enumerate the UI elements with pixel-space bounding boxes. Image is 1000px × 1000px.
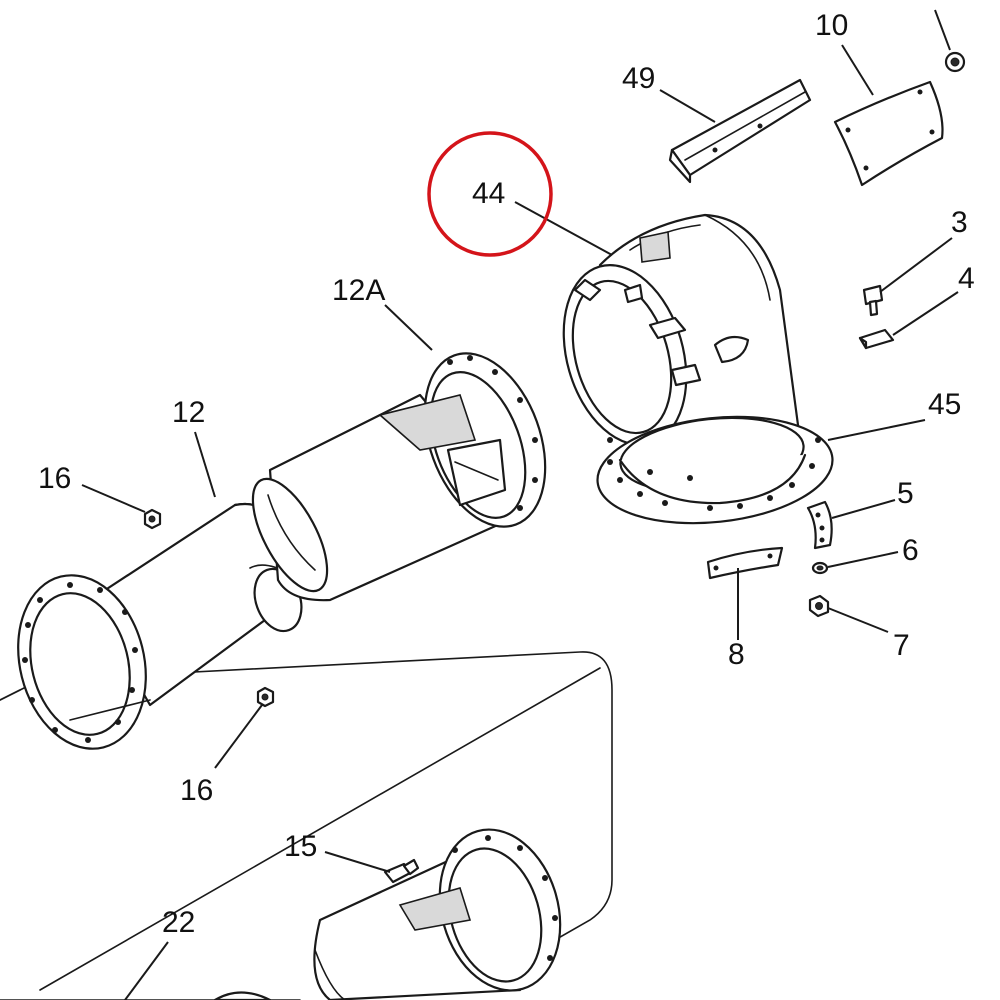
part-nut-top-right	[944, 51, 966, 73]
callout-3: 3	[951, 206, 968, 239]
leader-3	[879, 237, 953, 293]
leader-10	[841, 44, 874, 96]
callout-15: 15	[284, 830, 317, 863]
leader-16b	[214, 704, 263, 769]
callout-10: 10	[815, 9, 848, 42]
part-6-washer	[811, 561, 829, 575]
leader-15	[324, 851, 391, 873]
leader-6	[827, 551, 899, 568]
callout-16-upper: 16	[38, 462, 71, 495]
part-49-angle-bracket	[668, 78, 812, 184]
callout-49: 49	[622, 62, 655, 95]
callout-8: 8	[728, 638, 745, 671]
callout-7: 7	[893, 629, 910, 662]
callout-5: 5	[897, 477, 914, 510]
leader-12	[194, 431, 216, 498]
part-15-bolt	[383, 858, 420, 884]
part-3-bolt	[862, 284, 884, 317]
leader-45	[827, 419, 926, 441]
leader-4	[892, 291, 959, 336]
part-16-nut-upper	[143, 508, 162, 530]
leader-49	[659, 89, 716, 123]
part-16-nut-lower	[256, 686, 275, 708]
callout-12A: 12A	[332, 274, 385, 307]
callout-6: 6	[902, 534, 919, 567]
part-12A-cylinder-with-flange	[251, 352, 547, 602]
leader-7	[827, 607, 889, 633]
callout-16-lower: 16	[180, 774, 213, 807]
lower-panel-diagonal	[39, 667, 601, 991]
callout-4: 4	[958, 262, 975, 295]
leader-12A	[384, 304, 433, 351]
leader-lines	[81, 9, 959, 1000]
callout-22: 22	[162, 906, 195, 939]
part-45-base-flange	[596, 415, 834, 525]
leader-10-nut	[934, 9, 951, 51]
callout-44[interactable]: 44	[472, 177, 505, 210]
part-5-curved-bracket	[806, 500, 833, 550]
part-8-segment-plate	[706, 546, 784, 580]
callout-12: 12	[172, 396, 205, 429]
leader-16a	[81, 484, 146, 513]
part-12-flanged-tube	[17, 502, 303, 750]
part-7-nut	[808, 594, 830, 618]
leader-44	[514, 201, 613, 256]
callout-45: 45	[928, 388, 961, 421]
leader-5	[831, 499, 896, 519]
part-4-clip	[858, 328, 895, 350]
callout-labels: 10 49 44 3 4 12A 12 45 16 5 6 7 8 16 15 …	[38, 9, 975, 939]
part-10-curved-plate	[833, 80, 944, 187]
highlight-circle-44	[427, 131, 553, 257]
part-44-elbow	[562, 213, 802, 457]
part-22-lower-flanged-tube	[213, 828, 562, 1000]
leader-22	[124, 941, 169, 1000]
